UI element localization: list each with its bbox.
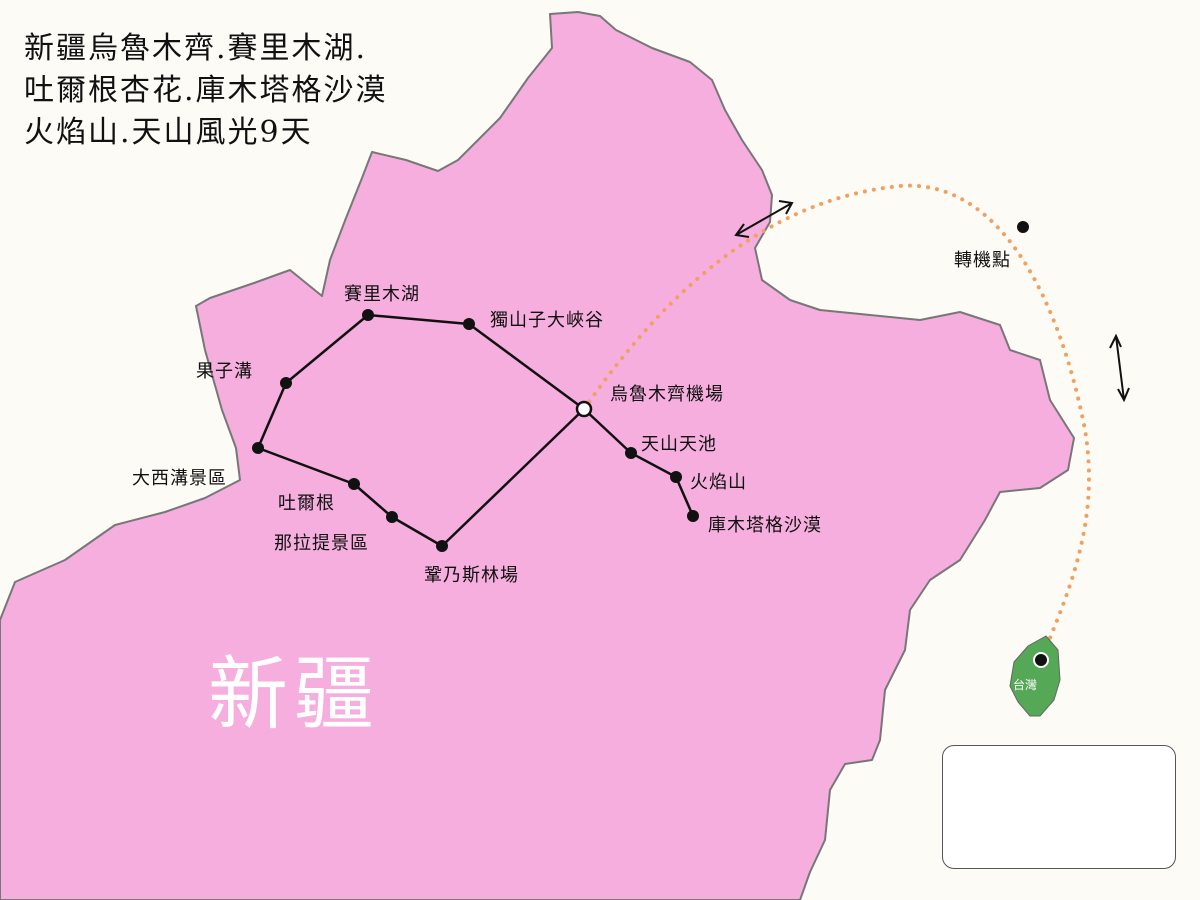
- label-nalati: 那拉提景區: [274, 533, 369, 554]
- region-name: 新疆: [208, 648, 380, 741]
- double-arrow-icon: [1109, 333, 1130, 403]
- label-flaming-mountains: 火焰山: [690, 472, 747, 493]
- ground-route: [256, 313, 695, 548]
- stop-marker-tuergen: [348, 478, 360, 490]
- title-line: 吐爾根杏花.庫木塔格沙漠: [24, 73, 388, 108]
- stop-marker-nalati: [386, 511, 398, 523]
- label-urumqi-airport: 烏魯木齊機場: [610, 384, 724, 405]
- label-tuergen: 吐爾根: [278, 493, 335, 514]
- stop-marker-flaming: [670, 471, 682, 483]
- stop-marker-daxigou: [252, 442, 264, 454]
- title-line: 火焰山.天山風光9天: [24, 115, 313, 150]
- label-taiwan: 台灣: [1013, 678, 1038, 692]
- label-gongnaisi: 鞏乃斯林場: [424, 565, 519, 586]
- stop-markers: [252, 221, 1029, 552]
- label-tianchi: 天山天池: [641, 434, 717, 455]
- label-sayram-lake: 賽里木湖: [344, 284, 420, 305]
- label-dushanzi: 獨山子大峽谷: [490, 310, 604, 331]
- flight-route: [582, 183, 1091, 664]
- page-title: 新疆烏魯木齊.賽里木湖. 吐爾根杏花.庫木塔格沙漠 火焰山.天山風光9天: [24, 28, 388, 154]
- stop-marker-transfer: [1017, 221, 1029, 233]
- stop-marker-gongnaisi: [436, 540, 448, 552]
- stop-marker-kumtag: [687, 510, 699, 522]
- label-guozigou: 果子溝: [196, 361, 253, 382]
- title-line: 新疆烏魯木齊.賽里木湖.: [24, 31, 368, 66]
- label-transfer: 轉機點: [954, 250, 1011, 271]
- label-kumtag: 庫木塔格沙漠: [708, 515, 822, 536]
- double-arrow-icon: [734, 200, 794, 238]
- taiwan-marker: [1033, 652, 1049, 668]
- stop-marker-sayram: [362, 309, 374, 321]
- stop-marker-guozigou: [280, 377, 292, 389]
- stop-marker-tianchi: [625, 447, 637, 459]
- airport-marker: [575, 400, 593, 418]
- stop-marker-dushanzi: [463, 318, 475, 330]
- label-daxigou: 大西溝景區: [132, 468, 227, 489]
- legend-box: [942, 745, 1176, 869]
